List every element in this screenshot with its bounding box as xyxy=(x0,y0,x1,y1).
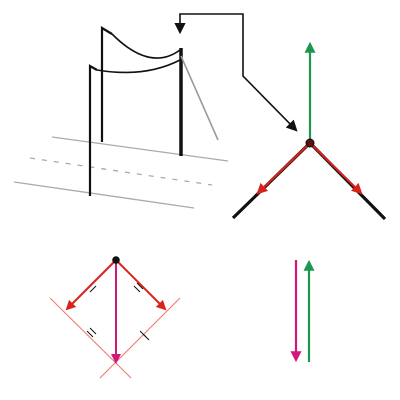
equal-length-ticks xyxy=(86,282,150,341)
callout-arrow xyxy=(174,13,298,132)
tick-mark xyxy=(142,333,150,341)
front-frame xyxy=(88,64,98,196)
joint-detail xyxy=(231,41,387,221)
component-arrow-right xyxy=(115,259,167,311)
force-rhombus xyxy=(49,256,181,379)
upper-cable xyxy=(111,33,181,59)
guide-lines xyxy=(49,297,181,379)
lower-cable xyxy=(96,59,181,74)
tick-mark xyxy=(89,285,97,293)
ground-lines xyxy=(13,136,229,209)
tick-mark xyxy=(86,330,94,338)
tick-mark xyxy=(136,282,144,290)
force-comparison xyxy=(290,259,315,363)
ground-line-back xyxy=(51,136,229,162)
force-arrow-left xyxy=(256,142,311,195)
tick-mark xyxy=(133,285,141,293)
ground-line-front xyxy=(13,181,195,209)
guy-wire xyxy=(180,55,219,141)
guide-line-right xyxy=(99,297,181,379)
component-arrow-left xyxy=(65,259,117,311)
ground-line-dashed xyxy=(29,157,213,186)
rear-frame xyxy=(100,26,113,142)
joint-node xyxy=(305,138,315,148)
rhombus-node xyxy=(112,256,120,264)
guide-line-left xyxy=(49,297,132,379)
pole-scene xyxy=(13,26,229,209)
tick-mark xyxy=(89,327,97,335)
force-arrow-right xyxy=(309,142,363,195)
